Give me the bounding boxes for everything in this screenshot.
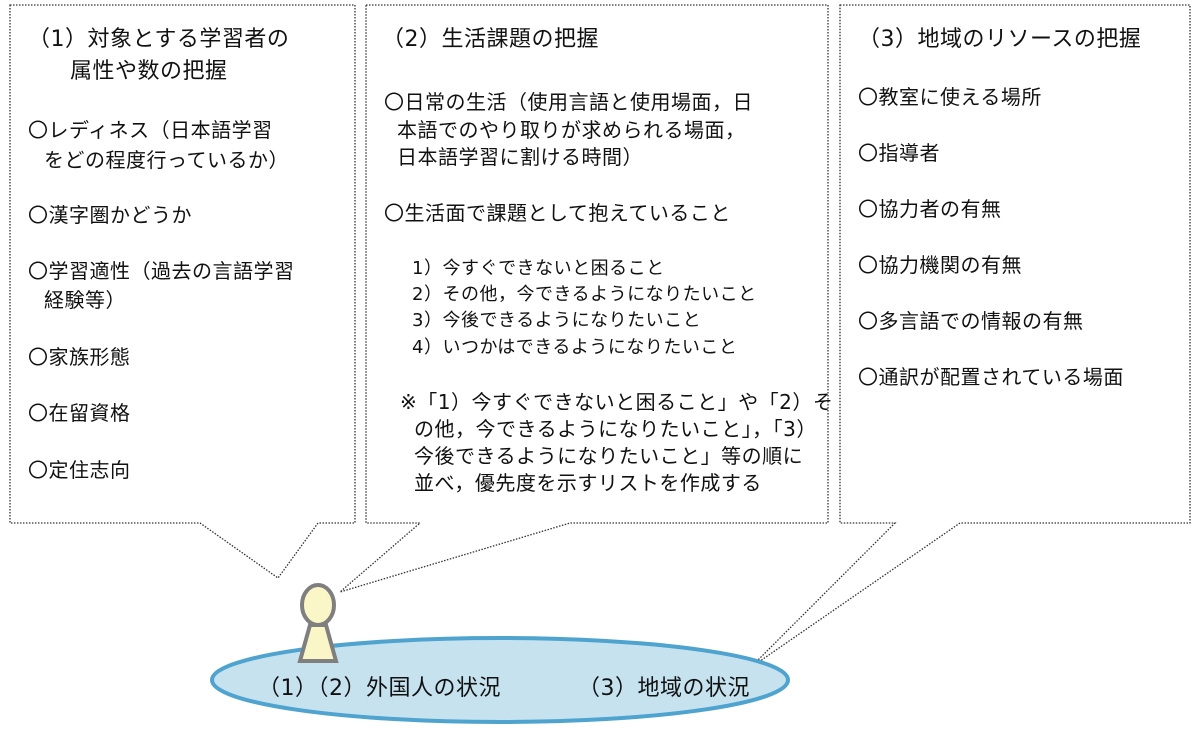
box3-item: 〇協力者の有無 xyxy=(858,197,1002,221)
foreigner-situation-label: （1）（2）外国人の状況 xyxy=(258,676,501,701)
box2-note: 今後できるようになりたいこと」等の順に xyxy=(414,444,804,468)
box2-note: 並べ，優先度を示すリストを作成する xyxy=(414,471,762,495)
community-ellipse xyxy=(210,636,790,724)
box3-item: 〇通訳が配置されている場面 xyxy=(858,365,1124,389)
box3-item: 〇多言語での情報の有無 xyxy=(858,309,1084,333)
person-icon xyxy=(297,583,339,663)
box1-title-line2: 属性や数の把握 xyxy=(70,59,228,84)
box2-sub-item: 1）今すぐできないと困ること xyxy=(412,258,665,279)
box2-item: 日本語学習に割ける時間） xyxy=(397,145,643,169)
box1-item: 〇漢字圏かどうか xyxy=(28,203,192,227)
box2-item: 本語でのやり取りが求められる場面， xyxy=(397,118,746,142)
box2-sub-item: 4）いつかはできるようになりたいこと xyxy=(412,337,738,358)
community-situation-label: （3）地域の状況 xyxy=(578,676,750,701)
box2-item: 〇生活面で課題として抱えていること xyxy=(384,201,731,225)
box1-item: をどの程度行っているか） xyxy=(44,148,289,172)
box3-item: 〇指導者 xyxy=(858,141,940,165)
box1-item: 経験等） xyxy=(44,288,126,312)
box2-note: の他，今できるようになりたいこと」，「3） xyxy=(414,417,817,441)
box2-sub-item: 3）今後できるようになりたいこと xyxy=(412,310,702,331)
box1-item: 〇定住志向 xyxy=(28,458,131,482)
box1-item: 〇学習適性（過去の言語学習 xyxy=(28,259,295,283)
box3-item: 〇協力機関の有無 xyxy=(858,253,1022,277)
box2-item: 〇日常の生活（使用言語と使用場面，日 xyxy=(384,90,753,114)
box3-title: （3）地域のリソースの把握 xyxy=(858,27,1142,52)
box1-title-line1: （1）対象とする学習者の xyxy=(28,27,290,52)
box3-item: 〇教室に使える場所 xyxy=(858,85,1042,109)
box1-item: 〇在留資格 xyxy=(28,401,131,425)
callout-box-3 xyxy=(749,4,1191,669)
box2-note: ※「1）今すぐできないと困ること」や「2）そ xyxy=(400,390,834,414)
callout-box-2 xyxy=(339,4,829,593)
box2-title: （2）生活課題の把握 xyxy=(382,27,599,52)
box1-item: 〇レディネス（日本語学習 xyxy=(28,118,273,142)
box2-sub-item: 2）その他，今できるようになりたいこと xyxy=(412,284,757,305)
box1-item: 〇家族形態 xyxy=(28,345,131,369)
callout-box-1 xyxy=(9,4,356,579)
